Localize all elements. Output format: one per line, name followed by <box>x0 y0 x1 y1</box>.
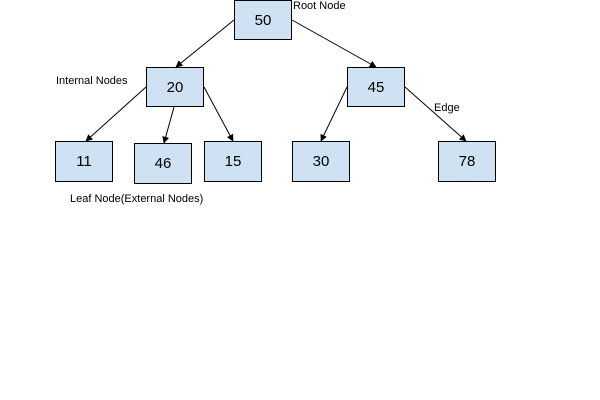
leaf-node-label: Leaf Node(External Nodes) <box>70 193 204 205</box>
root-node-label: Root Node <box>293 0 346 12</box>
edge-45-78 <box>404 86 467 142</box>
edge-50-20 <box>175 19 235 68</box>
node-value: 78 <box>458 153 476 170</box>
leaf-node-15: 15 <box>204 141 262 182</box>
node-value: 15 <box>224 153 242 170</box>
leaf-node-78: 78 <box>438 141 496 182</box>
edge-label: Edge <box>434 102 460 114</box>
node-value: 30 <box>312 153 330 170</box>
internal-nodes-label: Internal Nodes <box>56 75 128 87</box>
node-value: 50 <box>254 11 272 29</box>
edge-20-11 <box>85 86 147 142</box>
node-value: 46 <box>154 155 172 172</box>
edge-50-45 <box>291 19 377 68</box>
edge-45-30 <box>320 86 348 142</box>
root-node: 50 <box>234 0 292 40</box>
internal-node-20: 20 <box>146 67 204 107</box>
node-value: 20 <box>166 78 184 96</box>
leaf-node-30: 30 <box>292 141 350 182</box>
edge-20-15 <box>203 86 234 142</box>
node-value: 45 <box>367 78 385 96</box>
internal-node-45: 45 <box>347 67 405 107</box>
leaf-node-11: 11 <box>55 141 113 182</box>
leaf-node-46: 46 <box>134 143 192 184</box>
node-value: 11 <box>76 153 92 170</box>
edge-20-46 <box>162 106 175 144</box>
